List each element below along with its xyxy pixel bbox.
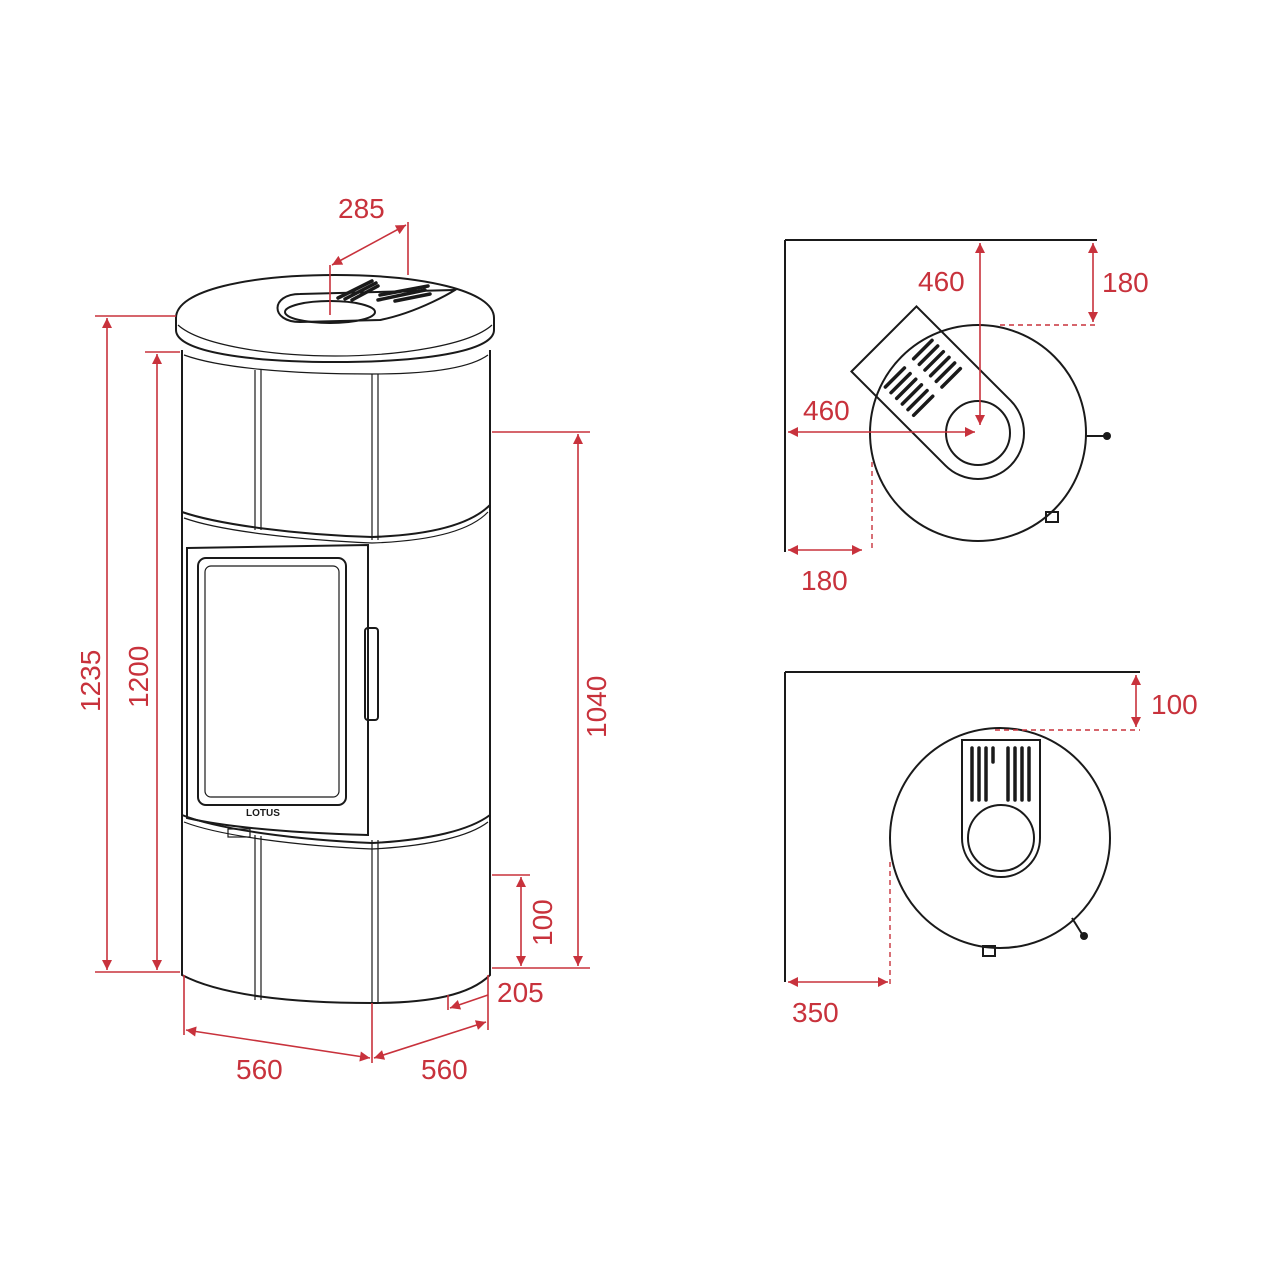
dim-parallel-clearance-back: 100: [1151, 689, 1198, 720]
corner-plan-diagonal-dimensions: 460 180 460 180: [788, 243, 1149, 596]
dim-depth: 560: [421, 1054, 468, 1085]
wall: [784, 671, 1140, 982]
dim-clearance-side: 180: [801, 565, 848, 596]
dim-air-inlet-height: 100: [527, 899, 558, 946]
dim-clearance-back: 180: [1102, 267, 1149, 298]
dim-rear-flue-height: 1040: [581, 676, 612, 738]
stove-door: [186, 543, 369, 837]
stove-front-view: LOTUS: [175, 273, 495, 1005]
dim-air-inlet-depth: 205: [497, 977, 544, 1008]
dim-body-height: 1200: [123, 646, 154, 708]
dim-flue-distance-back: 460: [918, 266, 965, 297]
stove-outline: [869, 324, 1087, 542]
dim-flue-offset: 285: [338, 193, 385, 224]
corner-plan-parallel-dimensions: 100 350: [788, 675, 1198, 1028]
dim-width: 560: [236, 1054, 283, 1085]
dim-total-height: 1235: [75, 650, 106, 712]
stove-top-lid: [175, 273, 495, 364]
door-handle: [364, 627, 379, 721]
front-dimensions: 285 1235 1200 1040 100 205 560 560: [75, 193, 612, 1085]
flue-outlet-plate: [276, 288, 459, 324]
dim-flue-distance-side: 460: [803, 395, 850, 426]
door-glass: [197, 557, 347, 806]
stove-outline: [889, 727, 1111, 949]
corner-plan-parallel: [784, 671, 1140, 982]
wall: [784, 239, 1097, 552]
dim-parallel-clearance-side: 350: [792, 997, 839, 1028]
brand-logo: LOTUS: [246, 808, 280, 819]
